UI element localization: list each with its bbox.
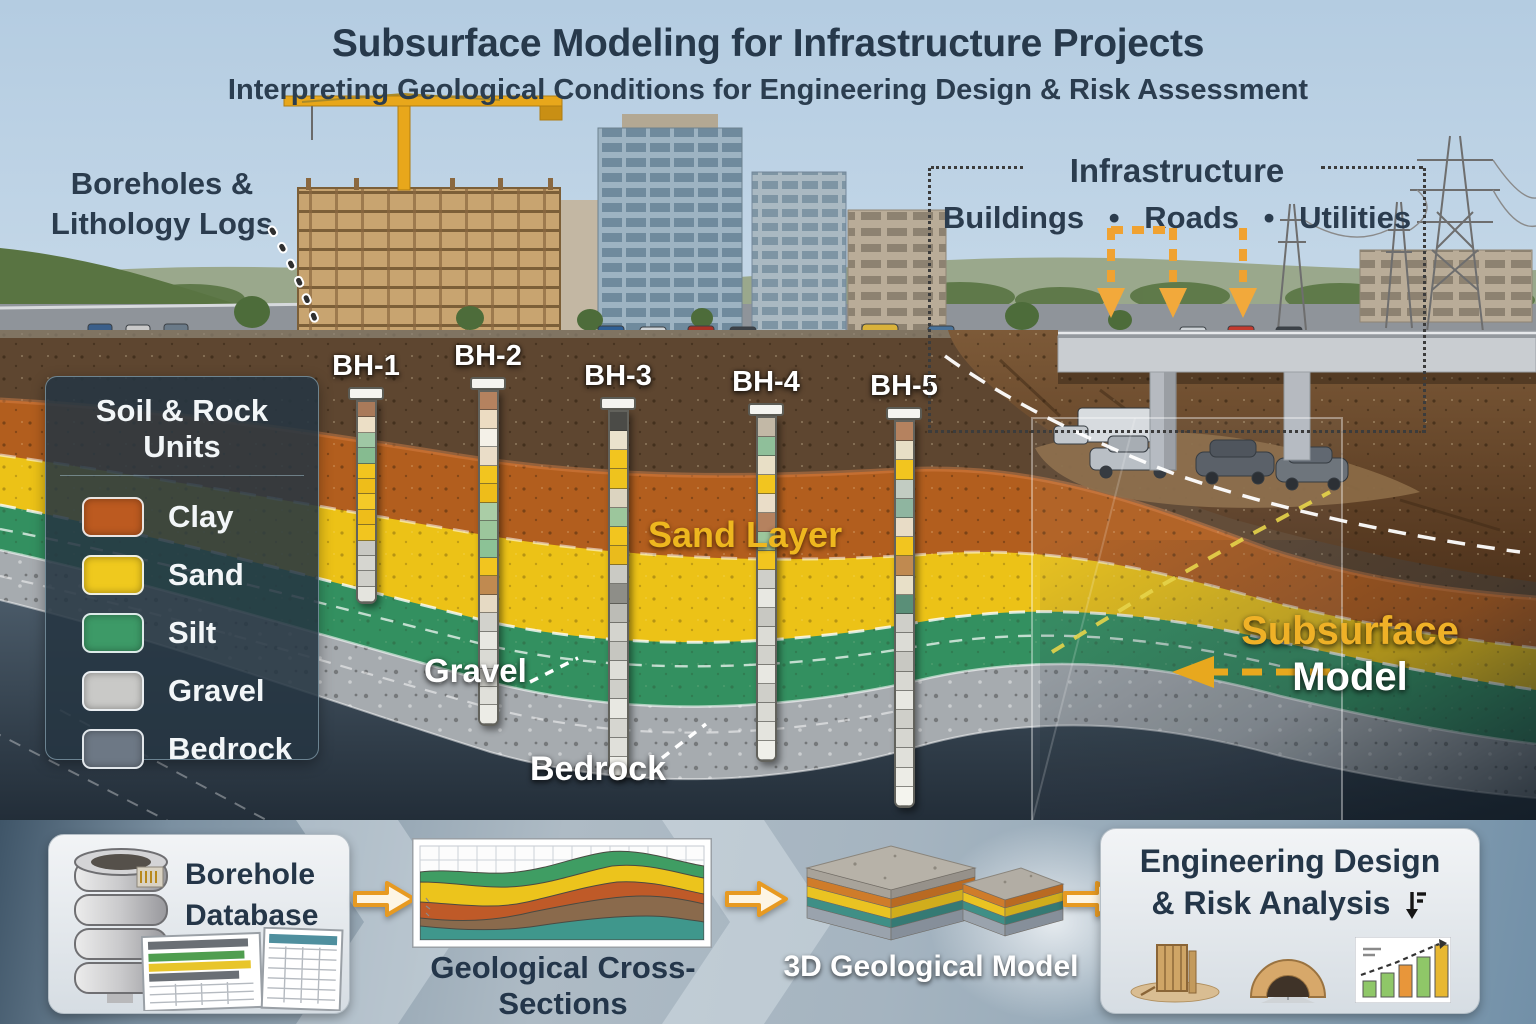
crane-icon bbox=[283, 93, 563, 191]
borehole-log bbox=[607, 410, 629, 778]
borehole-log bbox=[355, 400, 377, 604]
borehole-cap bbox=[470, 377, 506, 390]
borehole-bh1: BH-1 bbox=[316, 350, 416, 604]
borehole-log bbox=[477, 390, 499, 726]
page-title: Subsurface Modeling for Infrastructure P… bbox=[331, 22, 1205, 65]
infrastructure-items: Buildings • Roads • Utilities bbox=[942, 200, 1412, 235]
step4-label: Engineering Design & Risk Analysis bbox=[1139, 843, 1441, 921]
pylon-icon bbox=[1277, 135, 1536, 333]
engineering-design-panel: Engineering Design & Risk Analysis bbox=[1100, 828, 1480, 1014]
borehole-label: BH-3 bbox=[584, 360, 652, 392]
legend-panel: Soil & Rock Units Clay Sand Silt Gravel … bbox=[45, 376, 319, 769]
sand-swatch bbox=[82, 555, 144, 595]
step2-label: Geological Cross-Sections bbox=[430, 950, 696, 1021]
foundation-icon bbox=[1130, 944, 1220, 1003]
borehole-bh4: BH-4 bbox=[716, 366, 816, 762]
subsurface-model-arrow bbox=[1172, 656, 1330, 688]
subsurface-model-label: Subsurface Model bbox=[1241, 609, 1459, 699]
borehole-cap bbox=[600, 397, 636, 410]
step3-label: 3D Geological Model bbox=[783, 950, 1079, 983]
borehole-cap bbox=[886, 407, 922, 420]
office-tower bbox=[597, 127, 743, 337]
borehole-cap bbox=[748, 403, 784, 416]
legend-item-clay: Clay bbox=[66, 488, 298, 546]
borehole-log bbox=[755, 416, 777, 762]
legend-item-gravel: Gravel bbox=[66, 662, 298, 720]
borehole-bh5: BH-5 bbox=[854, 370, 954, 808]
dotted-border bbox=[931, 166, 1023, 169]
bar-chart-icon bbox=[1355, 937, 1451, 1003]
dotted-border bbox=[1321, 166, 1423, 169]
borehole-cap bbox=[348, 387, 384, 400]
construction-building bbox=[297, 178, 561, 335]
divider bbox=[60, 475, 304, 476]
spreadsheet-icon bbox=[141, 927, 344, 1011]
trees bbox=[234, 296, 1132, 331]
legend-item-sand: Sand bbox=[66, 546, 298, 604]
boreholes-callout: Boreholes & Lithology Logs bbox=[50, 166, 274, 241]
sand-layer-label: Sand Layer bbox=[648, 514, 843, 555]
legend-item-bedrock: Bedrock bbox=[66, 720, 298, 778]
borehole-bh3: BH-3 bbox=[568, 360, 668, 778]
bridge bbox=[1057, 330, 1536, 471]
legend-title: Soil & Rock Units bbox=[95, 393, 269, 464]
office-tower-2 bbox=[751, 171, 847, 337]
silt-swatch bbox=[82, 613, 144, 653]
cross-section-chart-icon bbox=[412, 838, 712, 948]
bedrock-swatch bbox=[82, 729, 144, 769]
borehole-label: BH-2 bbox=[454, 340, 522, 372]
clay-swatch bbox=[82, 497, 144, 537]
borehole-label: BH-5 bbox=[870, 370, 938, 402]
gravel-swatch bbox=[82, 671, 144, 711]
down-arrows-icon bbox=[1097, 226, 1257, 318]
3d-model-icon bbox=[805, 845, 1065, 941]
infrastructure-title: Infrastructure bbox=[1069, 152, 1285, 189]
borehole-log bbox=[893, 420, 915, 808]
borehole-bh2: BH-2 bbox=[438, 340, 538, 726]
borehole-label: BH-4 bbox=[732, 366, 800, 398]
borehole-database-panel: Borehole Database bbox=[48, 834, 350, 1014]
gravel-label: Gravel bbox=[424, 652, 527, 689]
step1-label: Borehole Database bbox=[185, 858, 319, 932]
infrastructure-callout: Infrastructure Buildings • Roads • Utili… bbox=[928, 152, 1426, 433]
dotted-leader-icon bbox=[267, 225, 325, 337]
tunnel-icon bbox=[1249, 959, 1327, 1003]
borehole-label: BH-1 bbox=[332, 350, 400, 382]
page-subtitle: Interpreting Geological Conditions for E… bbox=[227, 74, 1309, 106]
legend-item-silt: Silt bbox=[66, 604, 298, 662]
bedrock-label: Bedrock bbox=[530, 750, 667, 788]
workflow-arrow-icon bbox=[353, 881, 416, 917]
risk-arrow-icon bbox=[1406, 892, 1427, 920]
model-pane bbox=[1031, 417, 1343, 822]
workflow-arrow-icon bbox=[725, 881, 788, 917]
